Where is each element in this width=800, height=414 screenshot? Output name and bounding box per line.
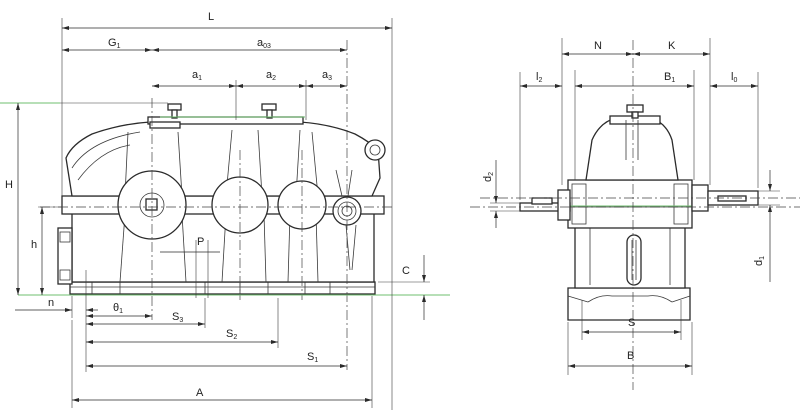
label-d2: d2: [482, 172, 495, 182]
label-K: K: [668, 40, 676, 52]
label-a3: a3: [322, 69, 332, 82]
side-dimensions: N K l2 B1 l0 d2 d1: [482, 38, 780, 375]
label-B: B: [627, 350, 634, 362]
label-G1: G1: [108, 37, 121, 50]
label-C: C: [402, 265, 410, 277]
label-theta1: θ1: [113, 302, 123, 315]
label-a03: a03: [257, 37, 271, 50]
label-B1: B1: [664, 71, 675, 84]
label-d1: d1: [753, 256, 766, 266]
label-L: L: [208, 11, 214, 23]
label-l0: l0: [731, 71, 737, 84]
label-A: A: [196, 387, 204, 399]
side-view: [470, 40, 800, 390]
label-a1: a1: [192, 69, 202, 82]
label-l2: l2: [536, 71, 542, 84]
label-H: H: [5, 179, 13, 191]
label-N: N: [594, 40, 602, 52]
label-S2: S2: [226, 328, 237, 341]
label-n: n: [48, 297, 54, 309]
label-S: S: [628, 317, 635, 329]
front-dimensions: L G1 a03 a1 a2 a3 H h P: [5, 11, 430, 410]
front-view: [0, 40, 450, 370]
label-P: P: [197, 236, 204, 248]
label-h: h: [31, 239, 37, 251]
label-S1: S1: [307, 351, 318, 364]
label-a2: a2: [266, 69, 276, 82]
label-S3: S3: [172, 311, 183, 324]
